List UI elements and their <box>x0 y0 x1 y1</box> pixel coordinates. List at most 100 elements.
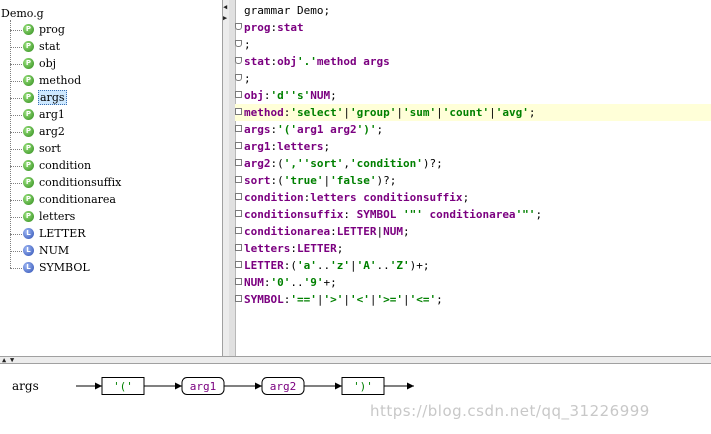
code-line[interactable]: ; <box>235 70 711 87</box>
code-line[interactable]: arg2:(',''sort','condition')?; <box>235 155 711 172</box>
code-token-op: : <box>330 225 337 238</box>
code-token-str: 'z' <box>330 259 350 272</box>
code-token-str: 'sort' <box>303 157 344 170</box>
code-token-op: : <box>270 123 278 136</box>
grammar-editor[interactable]: grammar Demo;prog:stat;stat:obj'.'method… <box>229 0 711 356</box>
diagram-rule-name: args <box>12 379 39 393</box>
line-marker-icon[interactable] <box>235 261 242 268</box>
code-line[interactable]: stat:obj'.'method args <box>235 53 711 70</box>
expand-right-icon[interactable]: ▶ <box>223 14 228 22</box>
code-line[interactable]: grammar Demo; <box>235 2 711 19</box>
tree-root-label[interactable]: Demo.g <box>1 7 44 20</box>
line-marker-icon[interactable] <box>235 227 242 234</box>
code-token-rule: stat <box>244 55 271 68</box>
code-token-op: | <box>489 106 496 119</box>
code-token-rule: conditionarea <box>422 208 516 221</box>
fold-marker-icon[interactable] <box>235 23 242 30</box>
code-line[interactable]: prog:stat <box>235 19 711 36</box>
code-token-op: : <box>290 242 297 255</box>
line-marker-icon[interactable] <box>235 125 242 132</box>
code-line[interactable]: obj:'d''s'NUM; <box>235 87 711 104</box>
code-token-op: :( <box>270 157 284 170</box>
diagram-arrow-icon <box>255 382 262 390</box>
code-token-op: | <box>343 293 350 306</box>
tree-item-label: stat <box>39 40 61 53</box>
code-token-rule: obj <box>277 55 297 68</box>
code-line[interactable]: sort:('true'|'false')?; <box>235 172 711 189</box>
code-token-op: : <box>283 106 291 119</box>
horizontal-splitter[interactable]: ▲ ▼ <box>0 356 711 364</box>
code-token-rule: LETTER <box>336 225 377 238</box>
tree-connector <box>10 166 22 167</box>
tree-item-label: SYMBOL <box>39 261 90 274</box>
tree-connector <box>10 200 22 201</box>
collapse-up-icon[interactable]: ▲ <box>2 356 7 364</box>
code-token-str: '"' <box>515 208 536 221</box>
line-marker-icon[interactable] <box>235 108 242 115</box>
code-line[interactable]: method:'select'|'group'|'sum'|'count'|'a… <box>235 104 711 121</box>
code-text: method:'select'|'group'|'sum'|'count'|'a… <box>244 104 535 121</box>
line-marker-icon[interactable] <box>235 278 242 285</box>
code-text: stat:obj'.'method args <box>244 53 390 70</box>
line-marker-icon[interactable] <box>235 244 242 251</box>
parser-rule-icon: P <box>23 75 34 86</box>
tree-connector <box>10 268 22 269</box>
code-line[interactable]: arg1:letters; <box>235 138 711 155</box>
code-token-rule: sort <box>244 174 271 187</box>
code-text: obj:'d''s'NUM; <box>244 87 337 104</box>
code-token-str: 'Z' <box>389 259 410 272</box>
vertical-splitter[interactable]: ◀ ▶ <box>223 0 229 356</box>
code-line[interactable]: LETTER:('a'..'z'|'A'..'Z')+; <box>235 257 711 274</box>
code-line[interactable]: conditionsuffix: SYMBOL '"' conditionare… <box>235 206 711 223</box>
code-line[interactable]: NUM:'0'..'9'+; <box>235 274 711 291</box>
code-line[interactable]: letters:LETTER; <box>235 240 711 257</box>
fold-marker-icon[interactable] <box>235 74 242 81</box>
fold-marker-icon[interactable] <box>235 40 242 47</box>
code-line[interactable]: SYMBOL:'=='|'>'|'<'|'>='|'<='; <box>235 291 711 308</box>
code-token-str: '<' <box>350 293 370 306</box>
fold-marker-icon[interactable] <box>235 57 242 64</box>
code-token-op: ; <box>462 191 470 204</box>
line-marker-icon[interactable] <box>235 295 242 302</box>
code-token-op: :( <box>270 174 284 187</box>
line-marker-icon[interactable] <box>235 91 242 98</box>
code-line[interactable]: ; <box>235 36 711 53</box>
code-line[interactable]: conditionarea:LETTER|NUM; <box>235 223 711 240</box>
expand-down-icon[interactable]: ▼ <box>10 356 15 364</box>
code-line[interactable]: condition:letters conditionsuffix; <box>235 189 711 206</box>
line-marker-icon[interactable] <box>235 159 242 166</box>
code-token-op: ; <box>330 89 337 102</box>
line-marker-icon[interactable] <box>235 176 242 183</box>
line-marker-icon[interactable] <box>235 210 242 217</box>
line-marker-icon[interactable] <box>235 142 242 149</box>
code-token-op: .. <box>376 259 390 272</box>
line-marker-icon[interactable] <box>235 193 242 200</box>
code-token-rule: arg1 arg2 <box>297 123 357 136</box>
diagram-arrow-icon <box>95 382 102 390</box>
code-token-op <box>396 208 403 221</box>
collapse-left-icon[interactable]: ◀ <box>223 3 228 11</box>
code-token-str: 'd' <box>270 89 291 102</box>
code-token-str: 's' <box>290 89 311 102</box>
code-line[interactable]: args:'('arg1 arg2')'; <box>235 121 711 138</box>
code-token-op: : <box>303 191 311 204</box>
lexer-rule-icon: L <box>23 228 34 239</box>
parser-rule-icon: P <box>23 194 34 205</box>
code-token-str: 'A' <box>356 259 377 272</box>
